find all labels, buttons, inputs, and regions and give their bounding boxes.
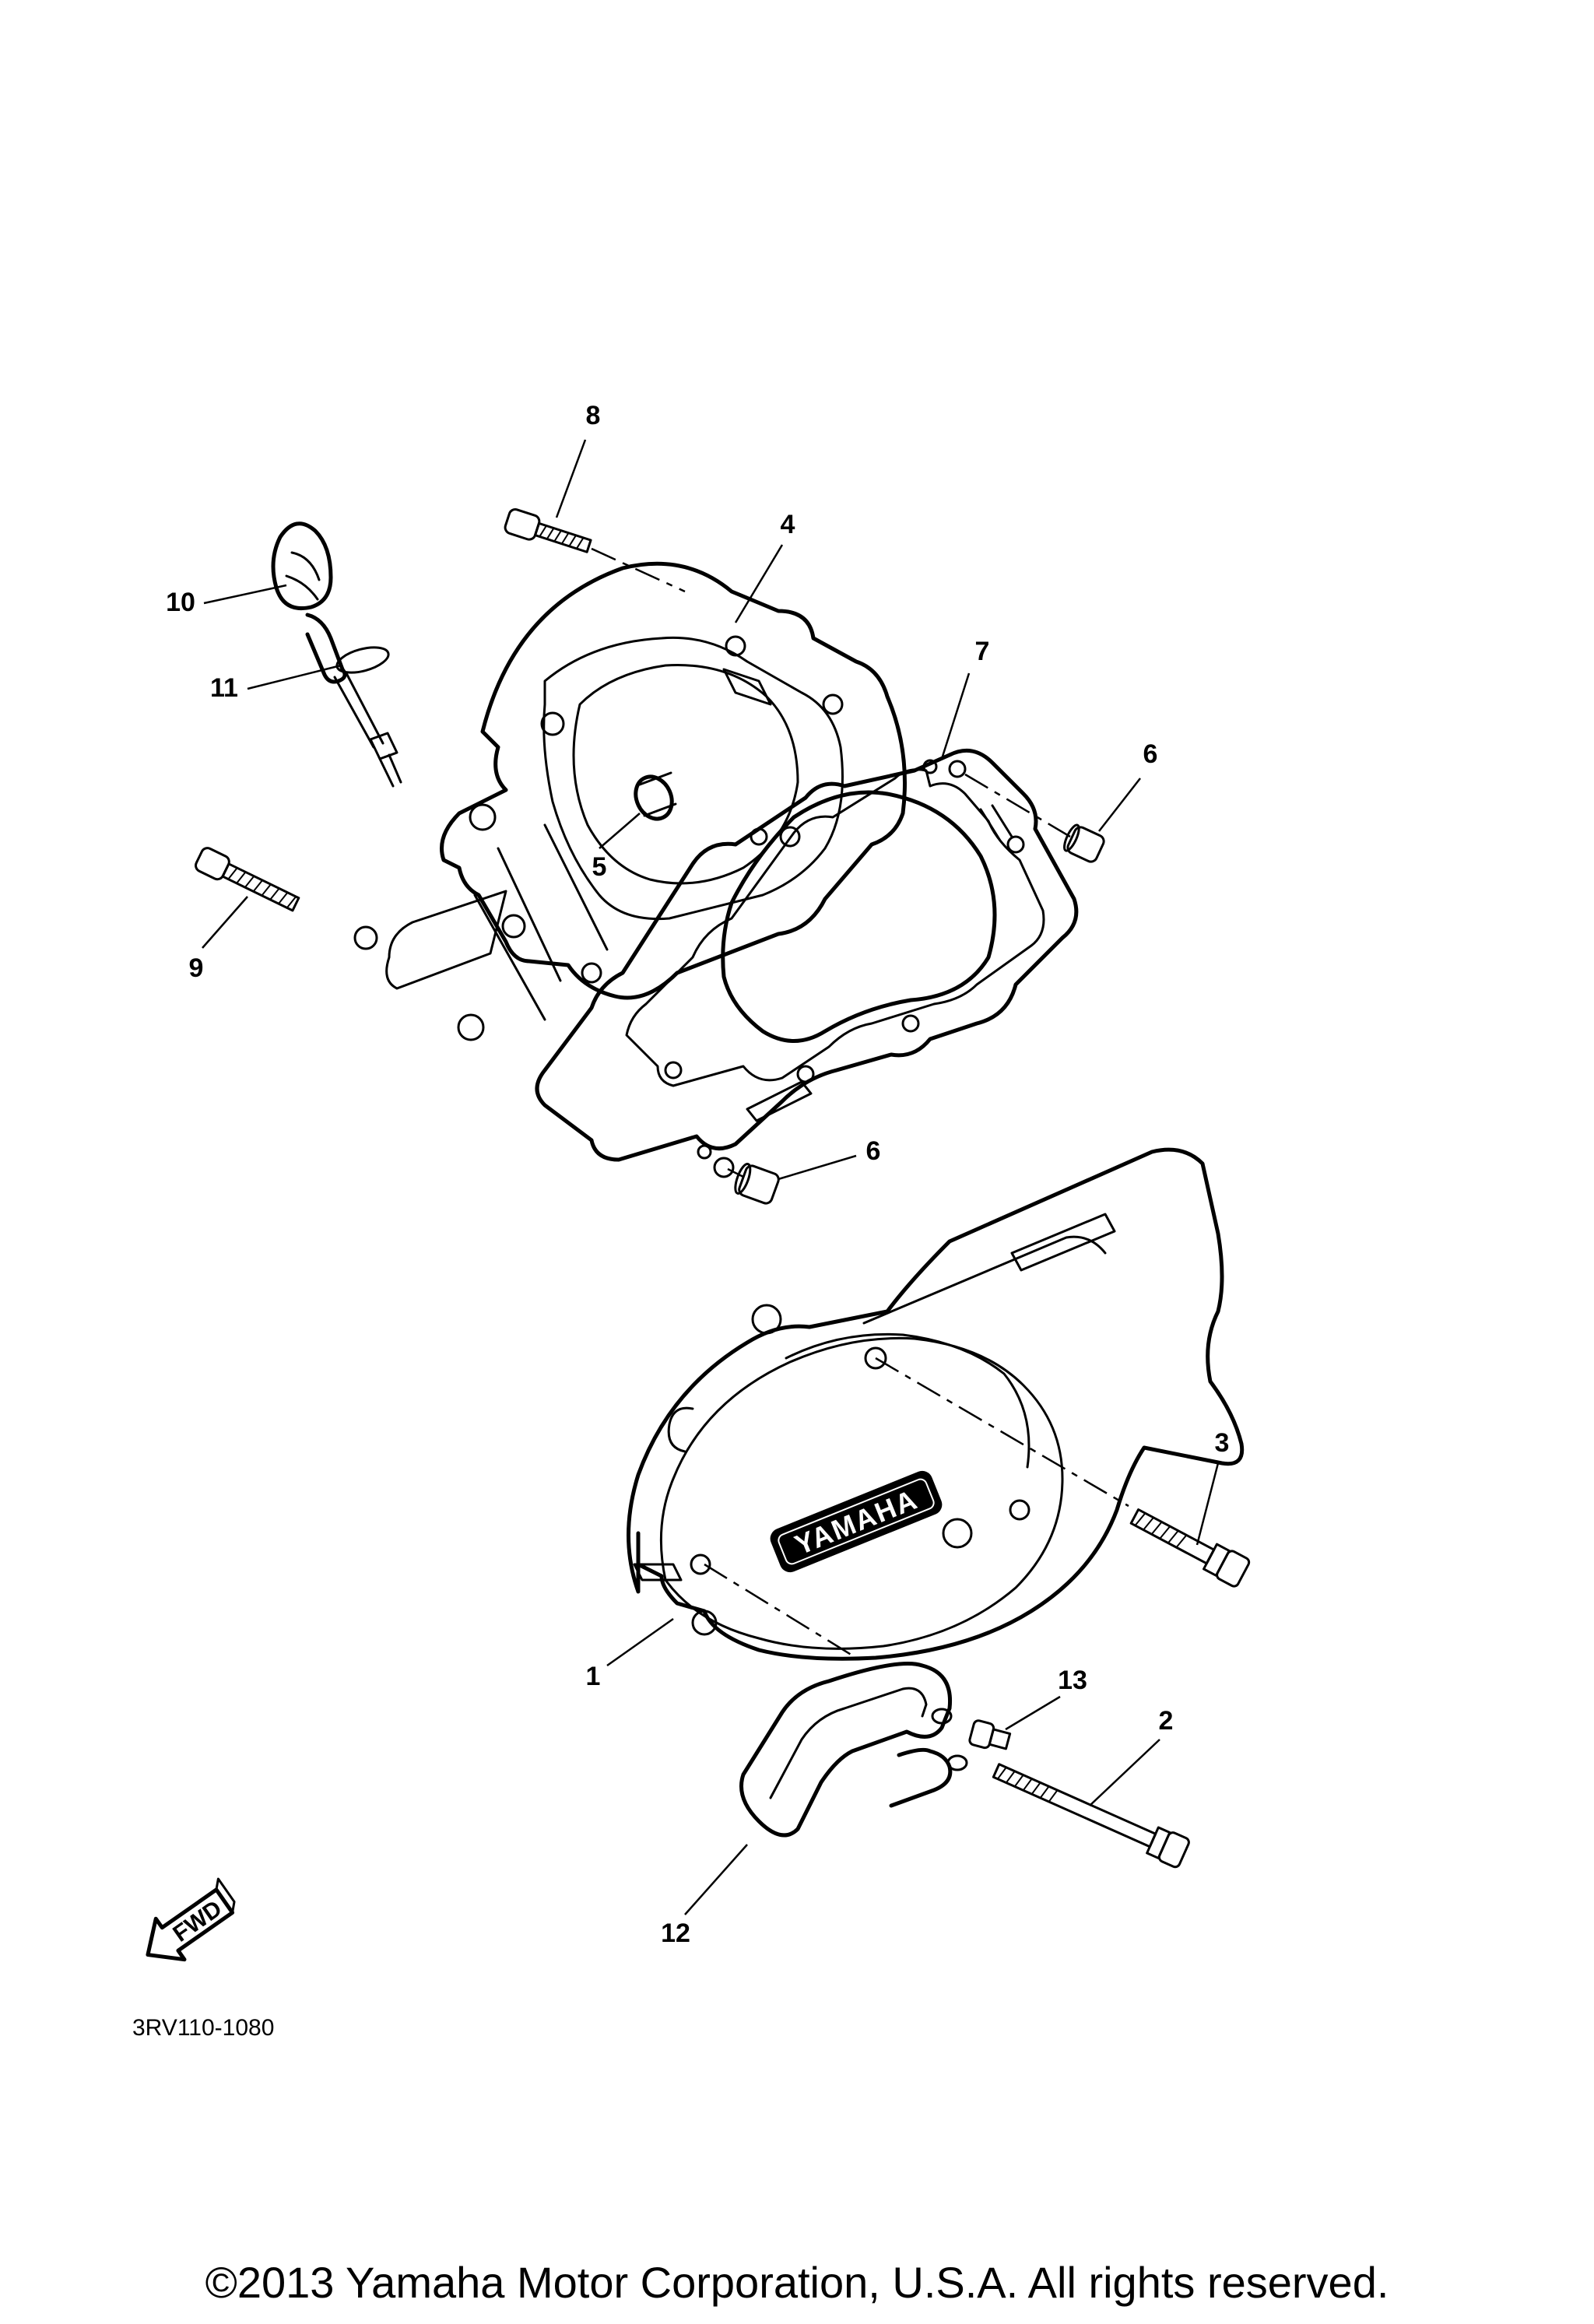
leader-8	[555, 439, 587, 518]
callout-5: 5	[592, 852, 607, 882]
part-5-collar	[634, 771, 677, 821]
assembly-line-1	[704, 1563, 857, 1659]
part-9-bolt	[195, 847, 300, 912]
yamaha-badge: YAMAHA	[770, 1470, 943, 1573]
assembly-line-6a	[964, 773, 1071, 838]
part-2-bolt	[992, 1763, 1190, 1869]
leader-7	[940, 672, 971, 760]
callout-13: 13	[1058, 1666, 1087, 1695]
leader-6a	[1098, 778, 1141, 832]
leader-5	[599, 813, 641, 849]
assembly-line-8	[591, 547, 686, 593]
part-1-crankcase-cover: YAMAHA	[627, 1147, 1245, 1661]
part-12-handle	[739, 1662, 968, 1838]
fwd-arrow-icon: FWD	[146, 1877, 236, 1962]
part-3-bolt	[1129, 1508, 1251, 1588]
leader-2	[1089, 1739, 1160, 1806]
diagram-part-code: 3RV110-1080	[132, 2015, 274, 2041]
copyright-notice: ©2013 Yamaha Motor Corporation, U.S.A. A…	[205, 2258, 1389, 2307]
callout-2: 2	[1159, 1706, 1174, 1736]
callout-12: 12	[661, 1919, 690, 1948]
leader-11	[247, 664, 342, 690]
callout-10: 10	[166, 588, 195, 617]
callout-9: 9	[189, 953, 204, 983]
leader-4	[734, 544, 784, 623]
assembly-line-6b	[727, 1167, 744, 1178]
assembly-line-3	[875, 1357, 1129, 1508]
leader-6b	[778, 1154, 857, 1181]
part-13-bolt	[968, 1719, 1012, 1750]
part-7-gasket	[535, 748, 1079, 1178]
callout-4: 4	[781, 510, 795, 539]
callout-3: 3	[1215, 1428, 1230, 1458]
leader-3	[1196, 1462, 1220, 1546]
callout-11: 11	[210, 673, 238, 703]
leader-9	[202, 896, 248, 949]
callout-8: 8	[586, 401, 601, 430]
part-6-dowel-pin-lower	[734, 1163, 780, 1205]
callout-7: 7	[975, 637, 990, 666]
callout-6-upper: 6	[1143, 739, 1158, 769]
part-11-o-ring	[335, 646, 390, 674]
leader-10	[203, 584, 287, 605]
leader-12	[684, 1844, 748, 1915]
callout-1: 1	[586, 1662, 601, 1691]
part-6-dowel-pin-upper	[1063, 823, 1105, 863]
callout-6-lower: 6	[866, 1136, 881, 1166]
leader-13	[1005, 1695, 1061, 1731]
part-8-bolt	[504, 508, 592, 553]
part-10-oil-level-gauge	[271, 521, 402, 788]
leader-1	[606, 1617, 674, 1667]
